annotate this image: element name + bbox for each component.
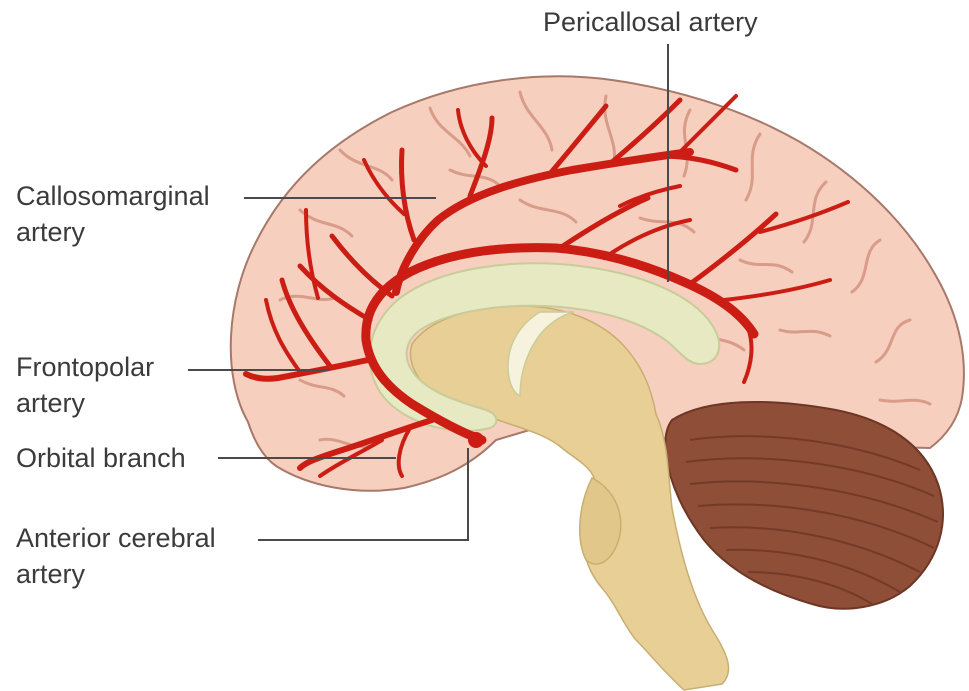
label-anterior-cerebral-artery: Anterior cerebral artery bbox=[16, 520, 216, 592]
label-pericallosal-line1: Pericallosal artery bbox=[543, 4, 758, 40]
label-orbital-branch: Orbital branch bbox=[16, 440, 186, 476]
anterior-cerebral-origin bbox=[468, 432, 484, 448]
label-frontopolar-line2: artery bbox=[16, 385, 154, 421]
label-anterior-cerebral-line1: Anterior cerebral bbox=[16, 520, 216, 556]
label-callosomarginal-line2: artery bbox=[16, 214, 210, 250]
label-callosomarginal-line1: Callosomarginal bbox=[16, 178, 210, 214]
label-callosomarginal-artery: Callosomarginal artery bbox=[16, 178, 210, 250]
label-anterior-cerebral-line2: artery bbox=[16, 556, 216, 592]
label-orbital-line1: Orbital branch bbox=[16, 440, 186, 476]
label-frontopolar-line1: Frontopolar bbox=[16, 349, 154, 385]
label-pericallosal-artery: Pericallosal artery bbox=[543, 4, 758, 40]
label-frontopolar-artery: Frontopolar artery bbox=[16, 349, 154, 421]
